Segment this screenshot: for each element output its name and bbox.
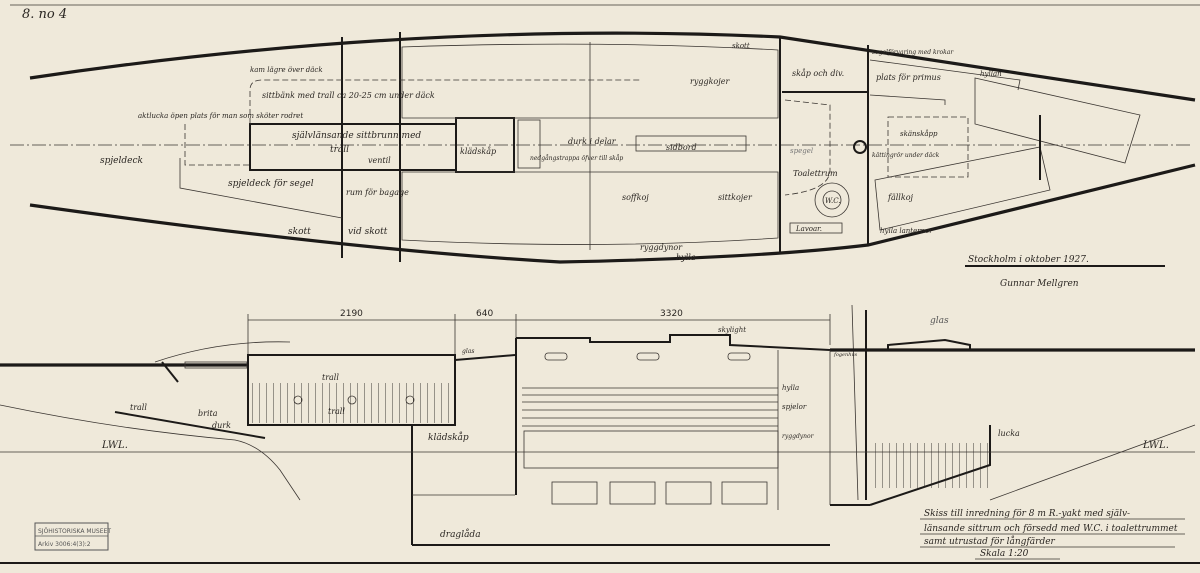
label-spjeldeck: spjeldeck: [100, 156, 143, 166]
label-skott-2: skott: [732, 42, 750, 50]
label-glas-left: glas: [462, 348, 474, 355]
shelves: [522, 387, 778, 427]
bunk-upper: [401, 43, 779, 119]
label-lavoar: Lavoar.: [795, 225, 822, 233]
profile-view: 2190 640 3320: [0, 304, 1196, 546]
label-trall-left: trall: [130, 403, 147, 412]
label-durk: durk: [212, 421, 231, 430]
label-wc: W.C.: [825, 197, 841, 205]
dim-2190: 2190: [340, 309, 363, 319]
settee-cushion: [523, 430, 779, 469]
title-line-1: Skiss till inredning för 8 m R.-yakt med…: [924, 509, 1130, 519]
label-lwl-right: LWL.: [1142, 440, 1169, 451]
label-kam-lagre: kam lägre över däck: [250, 66, 323, 74]
title-line-2: länsande sittrum och försedd med W.C. i …: [924, 524, 1178, 534]
label-hylla-profile: hylla: [782, 384, 799, 392]
label-lwl-left: LWL.: [101, 440, 128, 451]
mast: [851, 304, 859, 501]
label-sittbank: sittbänk med trall ca 20-25 cm under däc…: [262, 91, 435, 100]
label-brita: brita: [198, 409, 218, 418]
label-skap-div: skåp och div.: [792, 69, 844, 78]
dim-640: 640: [476, 309, 493, 319]
hull-outline-top: [29, 31, 1196, 102]
label-ryggdynor-profile: ryggdynor: [782, 433, 815, 440]
label-spegel: spegel: [790, 147, 813, 155]
title-block: Skiss till inredning för 8 m R.-yakt med…: [920, 509, 1185, 560]
lavatory: [789, 222, 843, 234]
wc-inner: [822, 190, 842, 210]
companionway-steps: [517, 119, 541, 169]
label-fogenhus: fogenhus: [833, 352, 858, 358]
label-toalettrum: Toalettrum: [793, 169, 838, 178]
wc-outer: [814, 182, 850, 218]
label-draglada: draglåda: [440, 528, 481, 540]
stamp-line-1: SJÖHISTORISKA MUSEET: [38, 528, 111, 535]
label-lucka: lucka: [998, 429, 1020, 438]
label-segelforvaring: segelförvaring med krokar: [872, 49, 954, 56]
plan-view: spjeldeck aktlucka öpen plats för man so…: [10, 31, 1196, 264]
label-sittkojer: sittkojer: [718, 193, 753, 202]
label-aktlucka: aktlucka öpen plats för man som sköter r…: [138, 112, 303, 120]
label-sittbrunn: självlänsande sittbrunn med: [292, 131, 421, 141]
label-kladskap-profile: klädskåp: [428, 431, 469, 443]
stamp-line-2: Arkiv 3006:4(3):2: [38, 541, 91, 548]
label-nedgang: nedgångstrappa öfver till skåp: [530, 155, 623, 162]
label-spjeldeck-segel: spjeldeck för segel: [228, 179, 314, 189]
label-trall-mid: trall: [328, 407, 345, 416]
side-table: [635, 135, 747, 152]
label-sidbord: sidbord: [666, 143, 697, 152]
label-ryggdynor: ryggdynor: [640, 243, 683, 252]
archive-stamp: SJÖHISTORISKA MUSEET Arkiv 3006:4(3):2: [34, 522, 111, 551]
signature: Gunnar Mellgren: [1000, 279, 1079, 289]
label-kettingror: kättingrör under däck: [872, 152, 940, 159]
label-kladskap: klädskåp: [460, 147, 496, 156]
scale-label: Skala 1:20: [980, 549, 1029, 559]
dim-3320: 3320: [660, 309, 683, 319]
label-glas-right: glas: [930, 316, 949, 326]
title-line-3: samt utrustad för långfärder: [924, 535, 1056, 547]
label-plats-primus: plats för primus: [876, 73, 941, 82]
label-spjelor: spjelor: [782, 403, 807, 411]
locker: [887, 116, 969, 178]
sheet-number: 8. no 4: [22, 7, 67, 22]
label-hyllan: hyllan: [980, 70, 1002, 78]
label-skylight: skylight: [718, 326, 746, 334]
label-soffkoj: soffkoj: [622, 193, 649, 202]
label-hylla-lanternor: hylla lanternor: [880, 227, 933, 235]
place-date: Stockholm i oktober 1927.: [968, 255, 1089, 265]
label-hylla: hylla: [676, 253, 696, 262]
label-vid-skott: vid skott: [348, 227, 388, 237]
label-skanskapp: skänskåpp: [900, 129, 938, 138]
profile-cockpit: [247, 354, 456, 426]
chain-pipe: [853, 140, 867, 154]
label-trall: trall: [330, 145, 349, 155]
label-rum-bagage: rum för bagage: [346, 188, 409, 197]
label-trall-top: trall: [322, 373, 339, 382]
label-fallkoj: fällkoj: [887, 193, 914, 202]
cockpit-slats: [250, 383, 453, 423]
label-ventil: ventil: [368, 156, 391, 165]
bunk-lower: [401, 171, 779, 245]
label-skott: skott: [288, 227, 311, 237]
cabin-roof: [516, 334, 831, 351]
hull-outline-bottom: [29, 163, 1196, 264]
label-ryggkojer: ryggkojer: [690, 77, 730, 86]
label-durk: durk i delar: [568, 137, 617, 146]
forward-hatch: [887, 338, 971, 350]
